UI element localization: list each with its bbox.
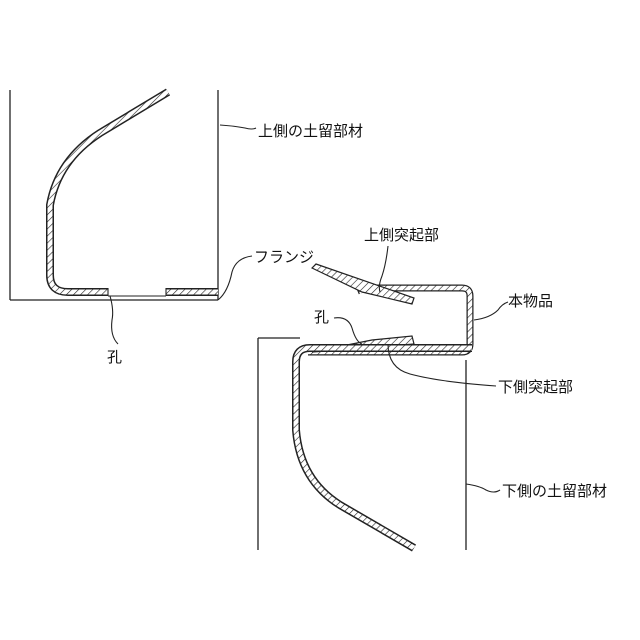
label-upper-protrusion: 上側突起部 xyxy=(364,226,439,244)
leader-lower-member xyxy=(466,484,500,492)
lower-retaining-member xyxy=(258,338,472,550)
upper-plate-wall xyxy=(50,92,218,292)
leader-main-product xyxy=(474,302,508,320)
leader-hole-upper xyxy=(110,296,118,344)
label-flange: フランジ xyxy=(254,248,314,266)
label-hole-lower: 孔 xyxy=(314,308,329,326)
upper-protrusion-tab xyxy=(312,264,414,304)
label-main-product: 本物品 xyxy=(508,292,553,310)
lower-plate-wall xyxy=(296,348,472,548)
upper-plate-hatch xyxy=(50,92,218,292)
label-lower-protrusion: 下側突起部 xyxy=(498,378,573,396)
upper-retaining-member xyxy=(10,90,218,300)
lower-plate-hatch xyxy=(296,348,472,548)
leader-upper-member xyxy=(220,125,256,129)
label-lower-retaining-member: 下側の土留部材 xyxy=(502,482,607,500)
upper-hole-gap xyxy=(108,286,166,297)
labels: 上側の土留部材 フランジ 孔 上側突起部 本物品 孔 下側突起部 下側の土留部材 xyxy=(107,122,607,500)
label-upper-retaining-member: 上側の土留部材 xyxy=(258,122,363,140)
leader-lines xyxy=(110,125,508,492)
leader-flange xyxy=(218,256,252,300)
label-hole-upper: 孔 xyxy=(107,348,122,366)
main-product xyxy=(308,264,470,352)
leader-hole-lower xyxy=(334,318,362,344)
